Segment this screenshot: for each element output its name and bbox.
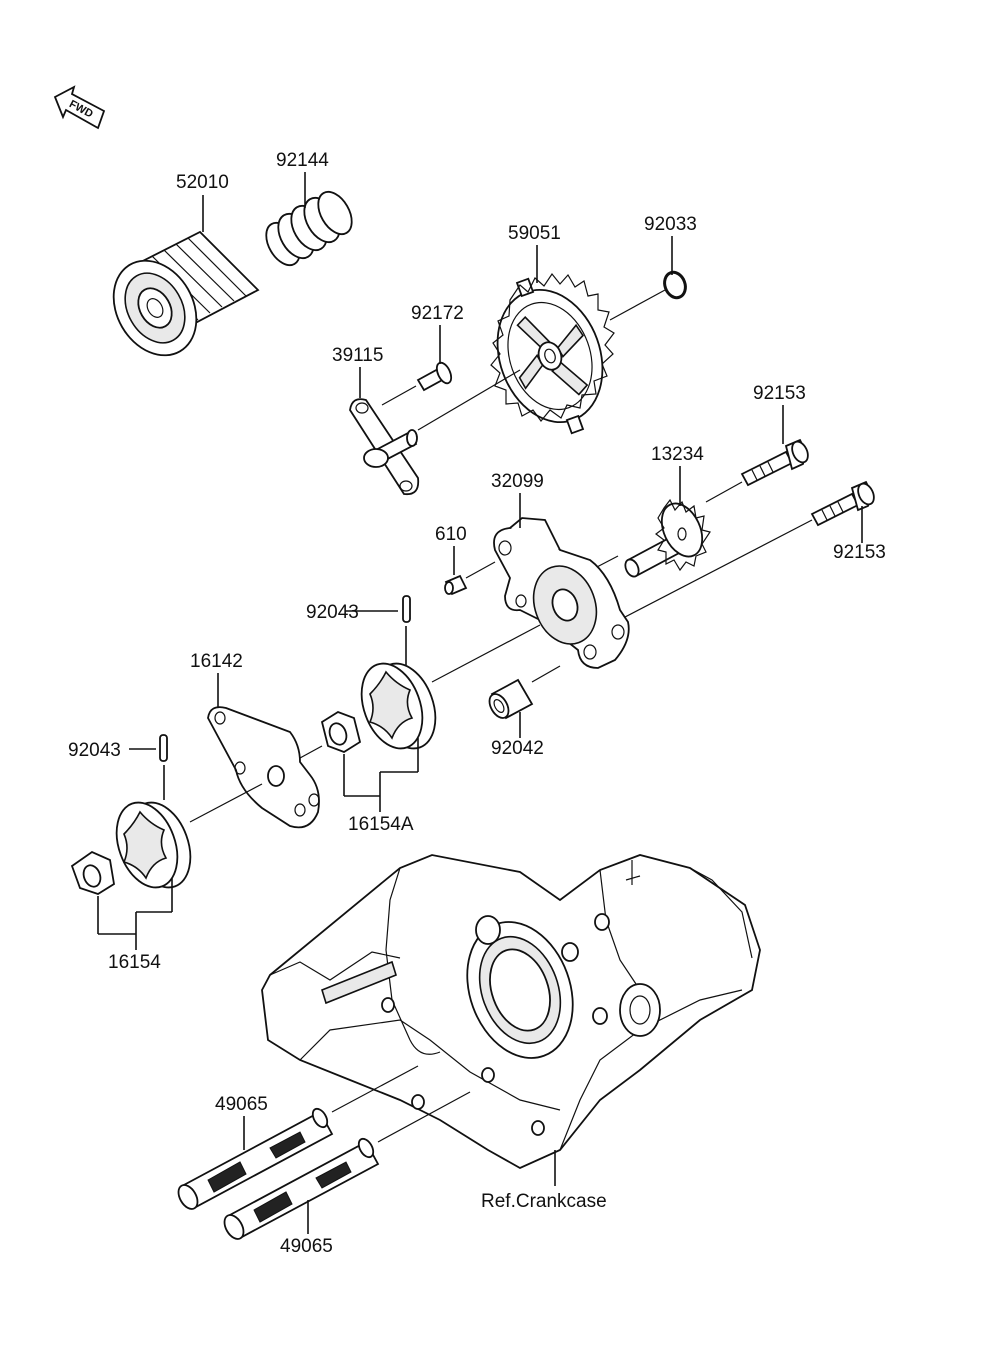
outer-rotor-upper — [360, 662, 437, 750]
oil-strainer-upper — [177, 1107, 334, 1210]
label-92033: 92033 — [644, 214, 697, 235]
label-13234: 13234 — [651, 444, 704, 465]
label-92043a: 92043 — [306, 602, 359, 623]
label-49065b: 49065 — [280, 1236, 333, 1257]
label-92043b: 92043 — [68, 740, 121, 761]
label-59051: 59051 — [508, 223, 561, 244]
label-16154: 16154 — [108, 952, 161, 973]
circlip — [663, 270, 687, 300]
inner-rotor-16154A — [320, 711, 362, 753]
pin-92043-upper — [402, 595, 411, 623]
pin-610 — [444, 574, 468, 596]
crankcase — [261, 854, 761, 1170]
oil-filter — [112, 230, 260, 357]
label-92153b: 92153 — [833, 542, 886, 563]
label-ref-crankcase: Ref.Crankcase — [481, 1191, 607, 1212]
label-92172: 92172 — [411, 303, 464, 324]
oil-strainer-lower — [223, 1137, 380, 1240]
pump-sprocket — [490, 272, 615, 435]
fwd-arrow-icon: FWD — [53, 85, 106, 130]
pump-cover-plate — [207, 706, 320, 829]
label-52010: 52010 — [176, 172, 229, 193]
oil-pump-body — [493, 517, 630, 669]
label-49065a: 49065 — [215, 1094, 268, 1115]
label-92042: 92042 — [491, 738, 544, 759]
collar-92042 — [488, 678, 534, 720]
bolt-92153-lower — [810, 480, 875, 527]
inner-rotor-16154 — [70, 850, 115, 895]
label-32099: 32099 — [491, 471, 544, 492]
label-92153a: 92153 — [753, 383, 806, 404]
screw-92172 — [416, 361, 453, 392]
outer-rotor-lower — [115, 801, 192, 889]
pump-shaft-plate — [349, 398, 420, 496]
label-16154A: 16154A — [348, 814, 414, 835]
pin-92043-lower — [159, 734, 168, 762]
bolt-92153-upper — [740, 438, 809, 487]
pump-drive-gear — [624, 498, 711, 578]
label-16142: 16142 — [190, 651, 243, 672]
label-92144: 92144 — [276, 150, 329, 171]
label-610: 610 — [435, 524, 467, 545]
label-39115: 39115 — [332, 345, 383, 366]
filter-spring — [265, 190, 353, 267]
